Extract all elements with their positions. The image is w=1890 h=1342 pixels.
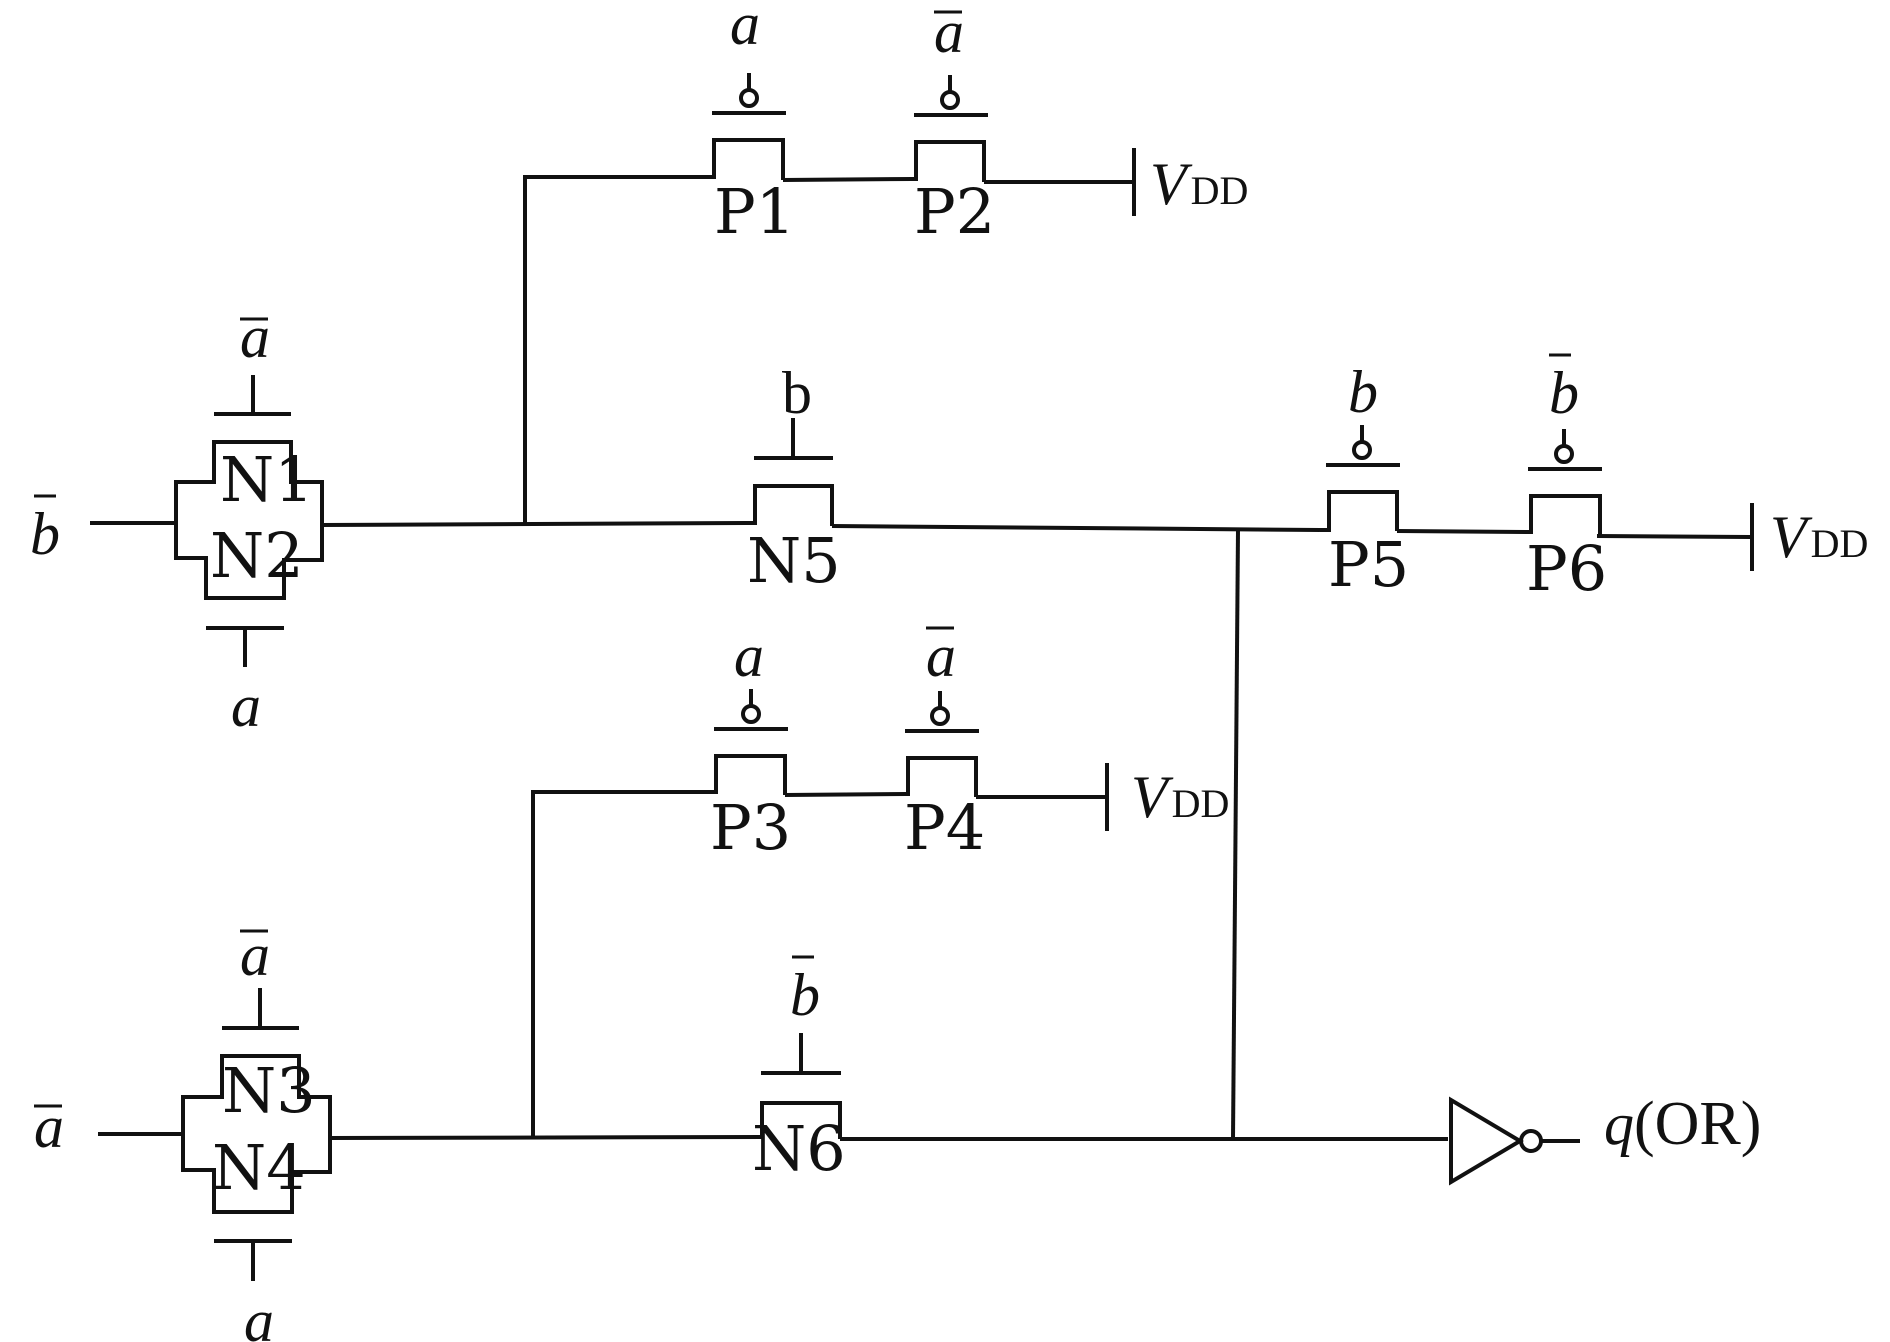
n3-channel [181,1054,332,1138]
wire-output-node [1231,529,1240,1140]
output-label: q(OR) [1604,1090,1761,1158]
p5-channel [1320,490,1399,532]
p3-gate-bubble [741,704,761,724]
p2-label: P2 [914,175,995,248]
n5-transistor: N5 [745,418,841,597]
p4-channel [906,756,978,797]
wire-to-p1 [523,175,712,524]
p6-label: P6 [1526,532,1607,605]
wire-p1-p2 [782,177,913,182]
n2-gate-signal: a [231,673,261,739]
n5-channel [745,484,834,526]
wire-to-p3 [531,790,714,1137]
p4-label: P4 [904,791,985,864]
input-bbar-label: b [30,501,60,567]
inverter-bubble [1519,1129,1543,1153]
wire-n12-to-n5 [321,521,746,527]
n5-gate-signal: b [782,360,812,426]
p2-channel [912,140,986,182]
p2-transistor: P2 [912,75,995,248]
p6-channel [1528,494,1602,538]
n1-n2-transmission-gate: N1 N2 [174,375,324,667]
signal-labels: a a a a b b b b a a a b a a [30,0,1579,1342]
n1-label: N1 [220,443,314,516]
n2-channel [174,523,324,600]
p1-gate-bubble [739,88,759,108]
n4-gate-signal: a [244,1288,274,1342]
p5-gate-signal: b [1348,359,1378,425]
p4-transistor: P4 [904,691,985,864]
output-inverter: q(OR) [1449,1090,1761,1186]
n3-label: N3 [222,1054,316,1127]
inverter-triangle [1449,1096,1524,1186]
n5-label: N5 [747,524,841,597]
n3-gate-signal: a [240,922,270,988]
n6-channel [760,1101,842,1139]
p3-transistor: P3 [710,689,791,864]
n1-channel [174,440,324,525]
p5-transistor: P5 [1320,425,1409,601]
n6-label: N6 [752,1112,846,1185]
p1-transistor: P1 [712,73,795,248]
p5-label: P5 [1328,528,1409,601]
input-abar-label: a [34,1094,64,1160]
p1-gate-signal: a [730,0,760,57]
p2-gate-bubble [940,90,960,110]
wire-p5-p6 [1396,529,1529,534]
p6-gate-signal: b [1549,360,1579,426]
p3-label: P3 [710,791,791,864]
wire-p6-vdd [1596,534,1751,539]
n4-channel [181,1134,332,1214]
p4-gate-signal: a [926,623,956,689]
p6-transistor: P6 [1526,429,1607,605]
p1-label: P1 [714,175,795,248]
p5-gate-bubble [1352,440,1372,460]
wire-n34-to-n6 [329,1135,763,1140]
p3-channel [714,754,787,795]
n1-gate-signal: a [240,304,270,370]
n3-n4-transmission-gate: N3 N4 [181,988,332,1281]
wire-p3-p4 [784,792,907,797]
n2-label: N2 [210,519,304,592]
p6-gate-bubble [1554,444,1574,464]
p1-channel [712,138,785,180]
p3-gate-signal: a [734,623,764,689]
n6-gate-signal: b [790,962,820,1028]
n6-transistor: N6 [752,1033,846,1185]
p2-gate-signal: a [934,0,964,65]
wire-n5-to-p5 [831,524,1321,532]
p4-gate-bubble [930,706,950,726]
wires [90,175,1751,1143]
n4-label: N4 [212,1131,306,1204]
